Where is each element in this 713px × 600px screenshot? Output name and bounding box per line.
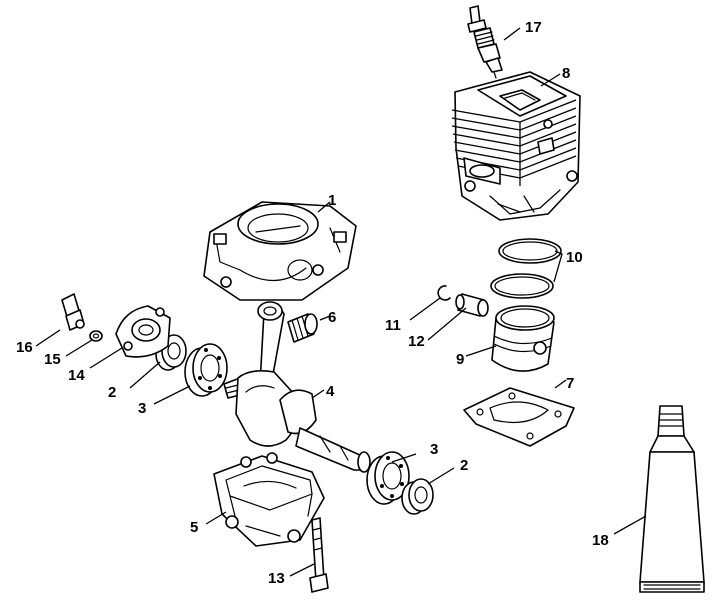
- callout-15: 15: [44, 351, 61, 368]
- piston-rings[interactable]: [490, 238, 562, 299]
- piston[interactable]: [491, 305, 555, 372]
- callout-labels: 17 8 1 10 11 12 9 7 6 4 2 3 3 2 5 13 14 …: [16, 19, 609, 587]
- callout-18: 18: [592, 532, 609, 549]
- callout-12: 12: [408, 333, 425, 350]
- leader-lines: [35, 27, 647, 577]
- spark-plug[interactable]: [467, 5, 503, 79]
- crankshaft[interactable]: [223, 301, 371, 473]
- callout-1: 1: [328, 192, 336, 209]
- screw[interactable]: [309, 517, 329, 593]
- callout-7: 7: [566, 375, 574, 392]
- callout-6: 6: [328, 309, 336, 326]
- callout-17: 17: [525, 19, 542, 36]
- ball-bearing-left[interactable]: [184, 343, 228, 397]
- washer[interactable]: [89, 330, 103, 342]
- grease-tube[interactable]: [639, 405, 705, 593]
- oil-seal-right[interactable]: [401, 478, 434, 515]
- callout-2-left: 2: [108, 384, 116, 401]
- callout-13: 13: [268, 570, 285, 587]
- circlip[interactable]: [437, 285, 451, 301]
- callout-10: 10: [566, 249, 583, 266]
- callout-2-right: 2: [460, 457, 468, 474]
- callout-14: 14: [68, 367, 85, 384]
- mounting-flange[interactable]: [115, 305, 171, 358]
- cylinder[interactable]: [451, 71, 581, 221]
- callout-3-left: 3: [138, 400, 146, 417]
- callout-3-right: 3: [430, 441, 438, 458]
- callout-8: 8: [562, 65, 570, 82]
- callout-5: 5: [190, 519, 198, 536]
- crankcase-half-upper[interactable]: [203, 201, 357, 301]
- piston-pin[interactable]: [455, 293, 489, 317]
- ball-bearing-right[interactable]: [366, 451, 410, 505]
- callout-16: 16: [16, 339, 33, 356]
- crankcase-half-lower[interactable]: [213, 452, 325, 547]
- connector-block[interactable]: [61, 293, 85, 331]
- callout-11: 11: [385, 317, 401, 334]
- callout-4: 4: [326, 383, 335, 400]
- cylinder-gasket[interactable]: [463, 387, 575, 447]
- needle-cage[interactable]: [287, 313, 318, 343]
- callout-9: 9: [456, 351, 464, 368]
